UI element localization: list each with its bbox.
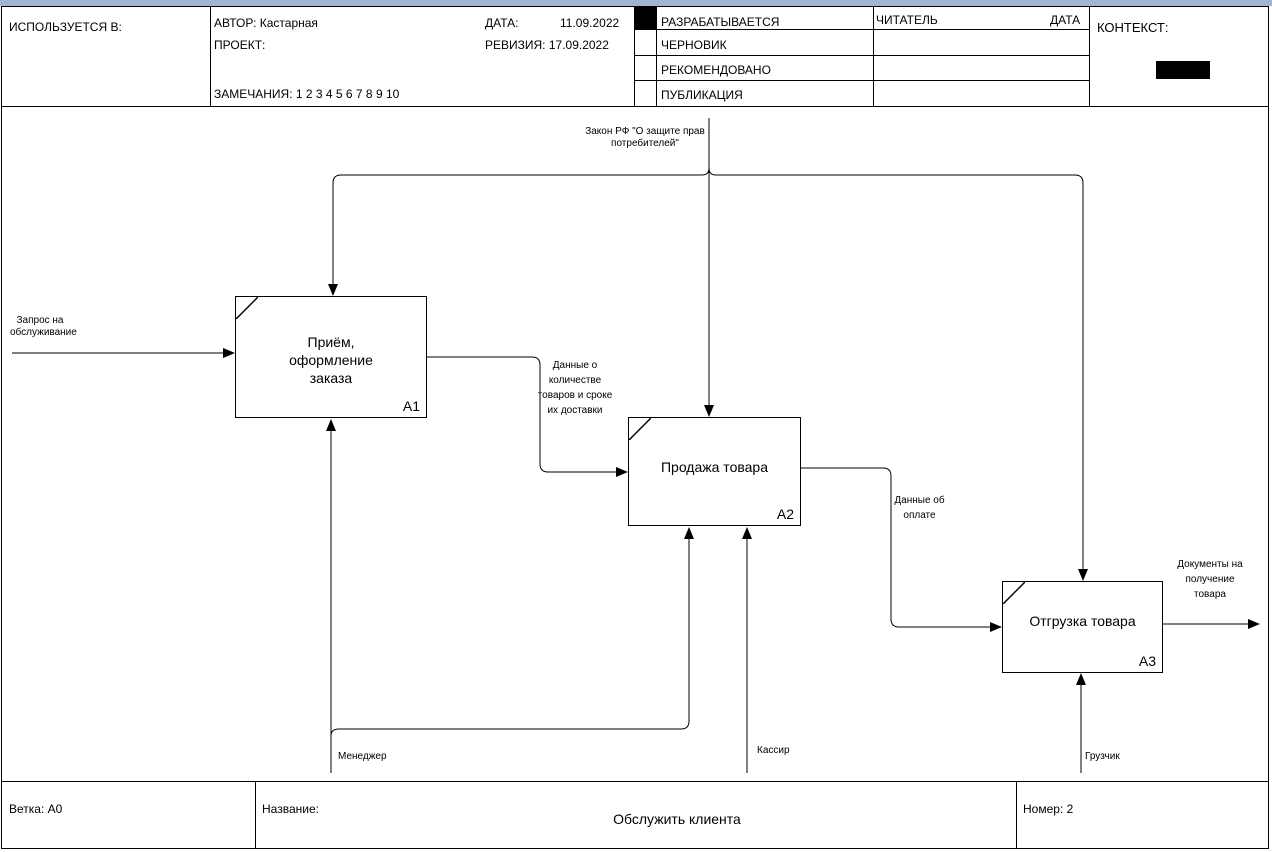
label-payment: Данные об оплате [894, 495, 945, 521]
status-recommended: РЕКОМЕНДОВАНО [661, 63, 771, 77]
context-thumbnail [1156, 61, 1210, 79]
status-developing: РАЗРАБАТЫВАЕТСЯ [661, 15, 780, 29]
label-qty-data: Данные о количестве товаров и сроке их д… [537, 360, 613, 416]
status-draft: ЧЕРНОВИК [661, 38, 727, 52]
control-arrow-law-branch-a3 [708, 167, 1088, 581]
remarks-label: ЗАМЕЧАНИЯ: 1 2 3 4 5 6 7 8 9 10 [214, 87, 400, 101]
diagram-name: Обслужить клиента [613, 811, 741, 827]
status-selected-marker [635, 7, 656, 29]
footer-divider [1016, 781, 1017, 849]
box-a1-number: A1 [402, 398, 420, 414]
label-manager: Менеджер [338, 751, 387, 762]
label-law: Закон РФ "О защите прав потребителей" [585, 126, 705, 149]
status-row-line [634, 55, 1089, 56]
header-divider [656, 6, 657, 106]
label-documents: Документы на получение товара [1177, 559, 1243, 600]
box-a1-title: Приём, оформление заказа [289, 334, 373, 386]
label-loader: Грузчик [1085, 751, 1120, 762]
function-box-a3[interactable]: Отгрузка товара A3 [1002, 581, 1163, 673]
reader-date-label: ДАТА [1050, 13, 1081, 27]
date-label: ДАТА: [485, 16, 519, 30]
branch-label: Ветка: A0 [9, 802, 63, 816]
box-a2-number: A2 [776, 506, 794, 522]
status-row-line [634, 80, 1089, 81]
context-label: КОНТЕКСТ: [1097, 20, 1169, 35]
arrow-a1-to-a2 [427, 356, 628, 477]
number-label: Номер: 2 [1023, 802, 1074, 816]
control-arrow-law-branch-a1 [328, 167, 710, 296]
status-publication: ПУБЛИКАЦИЯ [661, 88, 743, 102]
box-a3-number: A3 [1138, 653, 1156, 669]
box-corner-mark [236, 297, 258, 319]
used-in-label: ИСПОЛЬЗУЕТСЯ В: [9, 20, 122, 34]
mechanism-arrow-manager-branch-a2 [330, 527, 694, 737]
header-divider [210, 6, 211, 106]
footer-divider [255, 781, 256, 849]
box-corner-mark [1003, 582, 1025, 604]
label-cashier: Кассир [757, 745, 790, 756]
header-divider [1089, 6, 1090, 106]
revision-label: РЕВИЗИЯ: 17.09.2022 [485, 38, 609, 52]
date-value: 11.09.2022 [560, 16, 620, 30]
header-bottom-line [1, 106, 1269, 107]
idef0-frame [1, 6, 1269, 849]
project-label: ПРОЕКТ: [214, 38, 266, 52]
header-divider [873, 6, 874, 106]
box-corner-mark [629, 418, 651, 440]
status-row-line [634, 29, 1089, 30]
label-request: Запрос на обслуживание [10, 315, 77, 338]
name-label: Название: [262, 802, 319, 816]
box-a2-title: Продажа товара [660, 459, 768, 475]
header-divider [634, 6, 635, 106]
reader-label: ЧИТАТЕЛЬ [876, 13, 938, 27]
footer-top-line [1, 781, 1269, 782]
arrow-a2-to-a3 [800, 467, 1002, 632]
window-top-strip [0, 0, 1272, 6]
function-box-a1[interactable]: Приём, оформление заказа A1 [235, 296, 427, 418]
box-a3-title: Отгрузка товара [1029, 613, 1136, 629]
function-box-a2[interactable]: Продажа товара A2 [628, 417, 801, 526]
author-label: АВТОР: Кастарная [214, 16, 318, 30]
